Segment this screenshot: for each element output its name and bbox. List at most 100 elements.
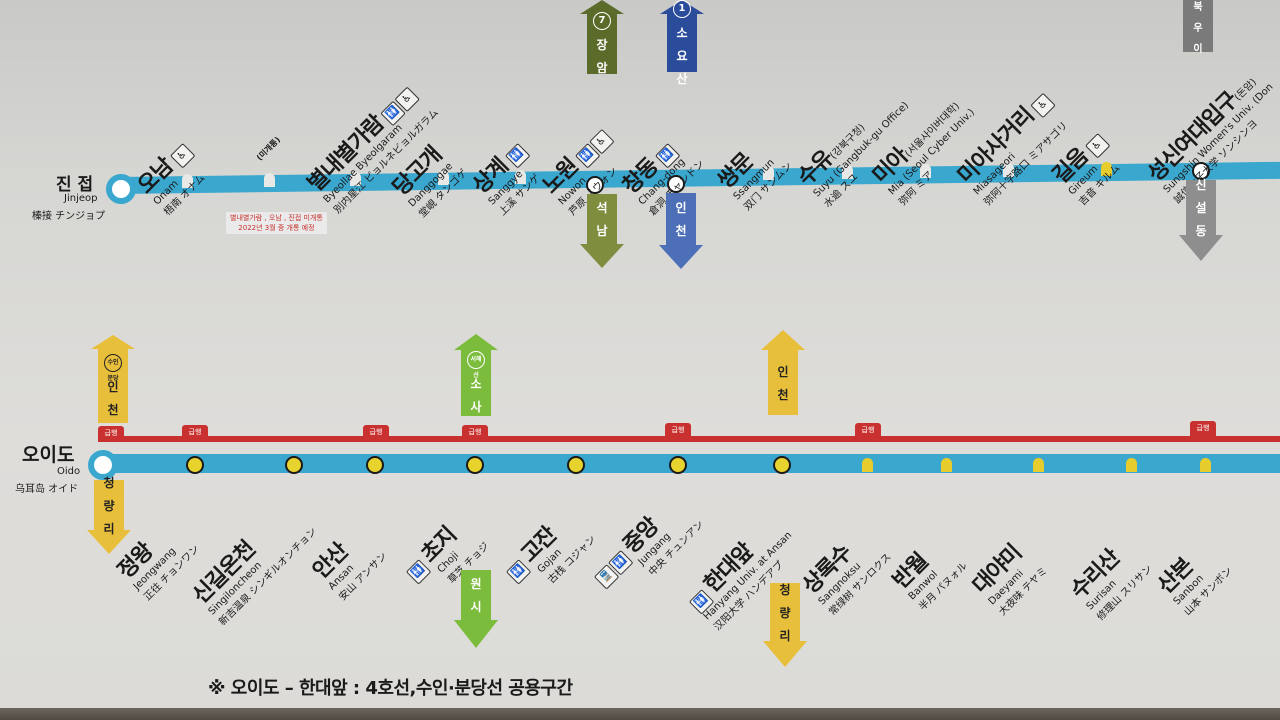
stop-marker-gireum[interactable] — [1101, 162, 1112, 176]
station-ssangmun[interactable]: 쌍문 Ssangmun 双门 サンムン — [709, 127, 794, 213]
suinbundang-badge: 수인분당 — [104, 354, 122, 382]
stop-marker-sangnoksu[interactable] — [862, 458, 873, 472]
transfer-arrow-suinbundang-incheon-oido[interactable]: 수인분당 인 천 — [91, 335, 135, 423]
stop-marker-ansan[interactable] — [366, 456, 384, 474]
opening-notice: 별내별가람 , 오남 , 진접 미개통 2022년 3월 중 개통 예정 — [226, 212, 327, 234]
transfer-arrow-seohae-sosa[interactable]: 서해선 소 사 — [454, 334, 498, 416]
dest-char: 시 — [470, 600, 482, 614]
shared-section-footnote: ※ 오이도 – 한대앞 : 4호선,수인·분당선 공용구간 — [208, 678, 573, 699]
dest-char: 신 — [1195, 178, 1207, 192]
transfer-arrow-seohae-wonsi[interactable]: 원 시 — [454, 570, 498, 648]
dest-char: 리 — [103, 521, 115, 536]
dest-char: 사 — [470, 400, 482, 414]
dest-char: 북 — [1193, 1, 1203, 13]
dest-char: 암 — [596, 61, 608, 75]
dest-char: 인 — [777, 364, 789, 379]
stop-marker-surisan[interactable] — [1126, 458, 1137, 472]
station-oido-ko: 오이도 — [22, 444, 75, 466]
express-badge: 급행 — [462, 425, 488, 440]
station-jinjeop-ko: 진 접 — [56, 175, 94, 195]
station-jinjeop-en: Jinjeop — [64, 193, 98, 204]
stop-marker-sanggye[interactable] — [515, 170, 526, 184]
station-onam[interactable]: 오남 ♿ Onam 梧南 オナム — [129, 133, 214, 218]
dest-char: 량 — [779, 605, 791, 620]
stop-marker-unopened[interactable] — [264, 173, 275, 187]
stop-marker-singiloncheon[interactable] — [285, 456, 303, 474]
transfer-arrow-uisinseol-ui[interactable]: 북 우 이 — [1183, 0, 1213, 55]
express-badge: 급행 — [363, 425, 389, 440]
station-sanbon[interactable]: 산본 Sanbon 山本 サンボン — [1149, 532, 1234, 618]
station-miasageori[interactable]: 미아사거리 ♿ Miasageori 弥阿十字路口 ミアサゴリ — [949, 83, 1074, 208]
dest-char: 요 — [676, 48, 688, 63]
line1-badge: 1 — [673, 0, 691, 18]
station-oido-en: Oido — [57, 466, 81, 477]
express-badge: 급행 — [1190, 421, 1216, 436]
transfer-arrow-suinbundang-cheongnyangni-oido[interactable]: 청 량 리 — [87, 476, 131, 554]
station-sangnoksu[interactable]: 상록수 Sangnoksu 常绿树 サンロクス — [794, 518, 893, 618]
stop-marker-danggogae[interactable] — [438, 171, 449, 185]
transfer-arrow-line7-seongnam[interactable]: 석 남 — [580, 194, 624, 268]
stop-marker-suyu[interactable] — [842, 165, 853, 179]
dest-char: 천 — [675, 224, 687, 238]
stop-marker-jungang[interactable] — [669, 456, 687, 474]
dest-char: 인 — [107, 380, 119, 394]
stop-marker-onam[interactable] — [182, 174, 193, 188]
stop-marker-mia[interactable] — [920, 164, 931, 178]
dest-char: 남 — [596, 224, 608, 238]
stop-marker-ssangmun[interactable] — [763, 166, 774, 180]
stop-marker-sanbon[interactable] — [1200, 458, 1211, 472]
opening-notice-line1: 별내별가람 , 오남 , 진접 미개통 — [230, 214, 323, 222]
sign-frame-edge — [0, 708, 1280, 720]
dest-char: 청 — [779, 582, 791, 597]
dest-char: 동 — [1195, 224, 1207, 238]
transfer-arrow-uisinseol-sinseoldong[interactable]: 신 설 동 — [1179, 178, 1223, 261]
express-badge: 급행 — [665, 423, 691, 438]
dest-char: 석 — [596, 201, 608, 215]
transfer-arrow-line1-soyosan[interactable]: 1 소 요 산 — [660, 0, 704, 86]
dest-char: 소 — [676, 25, 688, 40]
transfer-arrow-suinbundang-incheon-handaeap[interactable]: 인 천 — [761, 330, 805, 415]
dest-char: 산 — [676, 71, 688, 86]
stop-marker-daeyami[interactable] — [1033, 458, 1044, 472]
station-daeyami[interactable]: 대야미 Daeyami 大夜味 テヤミ — [964, 532, 1049, 618]
stop-marker-jeongwang[interactable] — [186, 456, 204, 474]
dest-char: 설 — [1195, 201, 1207, 215]
dest-char: 원 — [470, 577, 482, 591]
stop-marker-handaeap[interactable] — [773, 456, 791, 474]
line7-badge: 7 — [593, 12, 611, 30]
dest-char: 우 — [1193, 22, 1203, 34]
express-badge: 급행 — [98, 426, 124, 441]
dest-char: 소 — [470, 377, 482, 391]
station-surisan[interactable]: 수리산 Surisan 修理山 スリサン — [1062, 530, 1155, 623]
dest-char: 천 — [107, 403, 119, 417]
station-jinjeop-jp: 榛接 チンジョプ — [32, 211, 106, 222]
stop-marker-changdong[interactable] — [667, 175, 685, 193]
terminus-jinjeop-marker[interactable] — [106, 174, 136, 204]
express-badge: 급행 — [182, 425, 208, 440]
stop-marker-sungshin[interactable] — [1192, 162, 1210, 180]
unopened-label: (미개통) — [254, 135, 283, 163]
stop-marker-gojan[interactable] — [567, 456, 585, 474]
stop-marker-byeollae[interactable] — [350, 172, 361, 186]
stop-marker-choji[interactable] — [466, 456, 484, 474]
dest-char: 이 — [1193, 43, 1203, 55]
transfer-arrow-line1-incheon[interactable]: 인 천 — [659, 193, 703, 269]
express-line — [98, 436, 1280, 442]
station-oido-jp: 乌耳岛 オイド — [15, 484, 79, 495]
dest-char: 청 — [103, 475, 115, 490]
station-nowon[interactable]: 노원 🚻♿ Nowon 芦原 ノウォン — [534, 119, 633, 218]
stop-marker-miasageori[interactable] — [1003, 163, 1014, 177]
seohae-badge: 서해선 — [467, 351, 485, 379]
stop-marker-banwol[interactable] — [941, 458, 952, 472]
express-badge: 급행 — [855, 423, 881, 438]
opening-notice-line2: 2022년 3월 중 개통 예정 — [238, 224, 315, 232]
station-banwol[interactable]: 반월 Banwol 半月 パヌォル — [884, 527, 969, 613]
transfer-arrow-line7-jangam[interactable]: 7 장 암 — [580, 0, 624, 75]
station-gojan[interactable]: 🚻 고잔 Gojan 古栈 コジャン — [496, 501, 598, 603]
station-singiloncheon[interactable]: 신길온천 Singiloncheon 新吉温泉 シンギルオンチョン — [184, 493, 319, 628]
stop-marker-nowon[interactable] — [586, 176, 604, 194]
transfer-arrow-suinbundang-cheongnyangni-handaeap[interactable]: 청 량 리 — [763, 582, 807, 667]
terminus-oido-marker[interactable] — [88, 450, 118, 480]
dest-char: 리 — [779, 628, 791, 643]
station-ansan[interactable]: 안산 Ansan 安山 アンサン — [304, 518, 389, 603]
